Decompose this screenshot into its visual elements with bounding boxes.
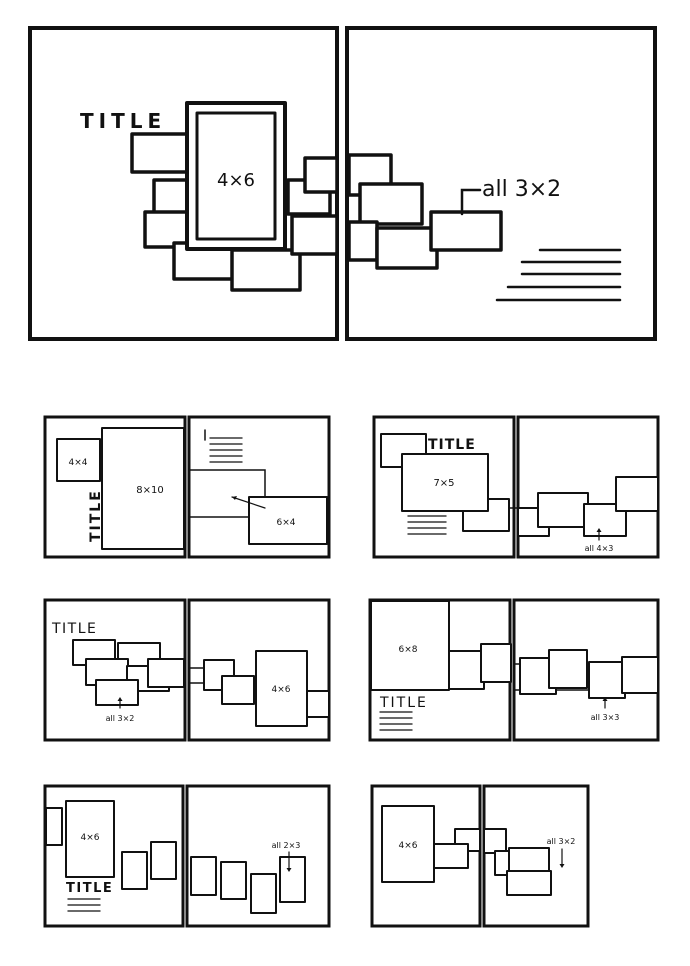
photo-3x3 (448, 650, 485, 690)
photo-8x10 (101, 427, 185, 550)
photo-3x2 (306, 690, 330, 718)
layout-6-main-label: 4×6 (399, 841, 418, 851)
layout-4: 6×8 TITLE all 3×3 (368, 598, 660, 742)
layout-4-note: all 3×3 (591, 713, 620, 722)
photo-3x2 (429, 210, 503, 252)
big-title-text: TITLE (80, 109, 166, 133)
layout-3-title: TITLE (51, 621, 97, 637)
layout-1-large-label: 8×10 (136, 485, 163, 496)
journal-lines (495, 248, 622, 302)
big-note-text: all 3×2 (482, 177, 561, 202)
photo-4x3 (537, 492, 589, 528)
layout-5-main-label: 4×6 (81, 833, 100, 843)
layout-1: 4×4 8×10 TITLE 6×4 (43, 415, 331, 559)
photo-2x3 (150, 841, 177, 880)
photo-3x3 (480, 643, 512, 683)
layout-4-title: TITLE (379, 695, 428, 711)
big-photo-label: 4×6 (217, 170, 255, 191)
photo-2x3 (121, 851, 148, 890)
photo-3x2 (483, 828, 507, 854)
photo-2x3 (220, 861, 247, 900)
layout-3-note: all 3×2 (106, 714, 135, 723)
journal-lines (67, 898, 101, 912)
photo-3x2 (375, 226, 439, 270)
photo-3x2 (147, 658, 185, 688)
layout-2-title: TITLE (428, 437, 476, 453)
layout-4-main-label: 6×8 (399, 645, 418, 655)
layout-2: TITLE 7×5 all 4×3 (372, 415, 660, 559)
photo-2x3 (190, 856, 217, 896)
photo-2x3 (45, 807, 63, 846)
layout-5: 4×6 TITLE all 2×3 (43, 784, 331, 928)
layout-6-note: all 3×2 (547, 837, 576, 846)
layout-1-right-label: 6×4 (277, 518, 296, 528)
photo-4x6 (381, 805, 435, 883)
photo-3x2 (95, 679, 139, 706)
journal-lines (209, 437, 243, 463)
photo-4x6 (65, 800, 115, 878)
photo-3x2 (358, 182, 424, 226)
photo-3x3 (621, 656, 659, 694)
layout-6: 4×6 all 3×2 (370, 784, 590, 928)
layout-5-title: TITLE (66, 881, 113, 896)
photo-4x6 (255, 650, 308, 727)
layout-2-note: all 4×3 (585, 544, 614, 553)
photo-4x4 (56, 438, 101, 482)
journal-lines (407, 515, 447, 535)
layout-2-main-label: 7×5 (433, 478, 454, 489)
photo-3x2 (290, 214, 339, 256)
photo-3x2 (347, 220, 379, 262)
layout-5-note: all 2×3 (272, 841, 301, 850)
big-layout: TITLE 4×6 all 3×2 (28, 26, 657, 341)
photo-3x2 (433, 843, 469, 869)
photo-3x2 (130, 132, 194, 174)
photo-3x3 (548, 649, 588, 689)
photo-3x2 (506, 870, 552, 896)
photo-2x3 (279, 856, 306, 903)
layout-3: TITLE all 3×2 4×6 (43, 598, 331, 742)
layout-1-title: TITLE (88, 489, 104, 542)
photo-7x5 (401, 453, 489, 512)
photo-3x2 (303, 156, 339, 194)
photo-4x6 (195, 111, 277, 241)
photo-3x3 (588, 661, 626, 699)
photo-3x2 (221, 675, 255, 705)
photo-3x2 (230, 248, 302, 292)
photo-6x8 (370, 600, 450, 691)
journal-lines (379, 711, 413, 731)
photo-4x3 (583, 503, 627, 537)
photo-4x3 (615, 476, 659, 512)
photo-6x4 (248, 496, 328, 545)
photo-2x3 (250, 873, 277, 914)
note-leader-line (460, 188, 482, 216)
layout-3-right-label: 4×6 (272, 685, 291, 695)
layout-1-small-label: 4×4 (69, 458, 88, 468)
